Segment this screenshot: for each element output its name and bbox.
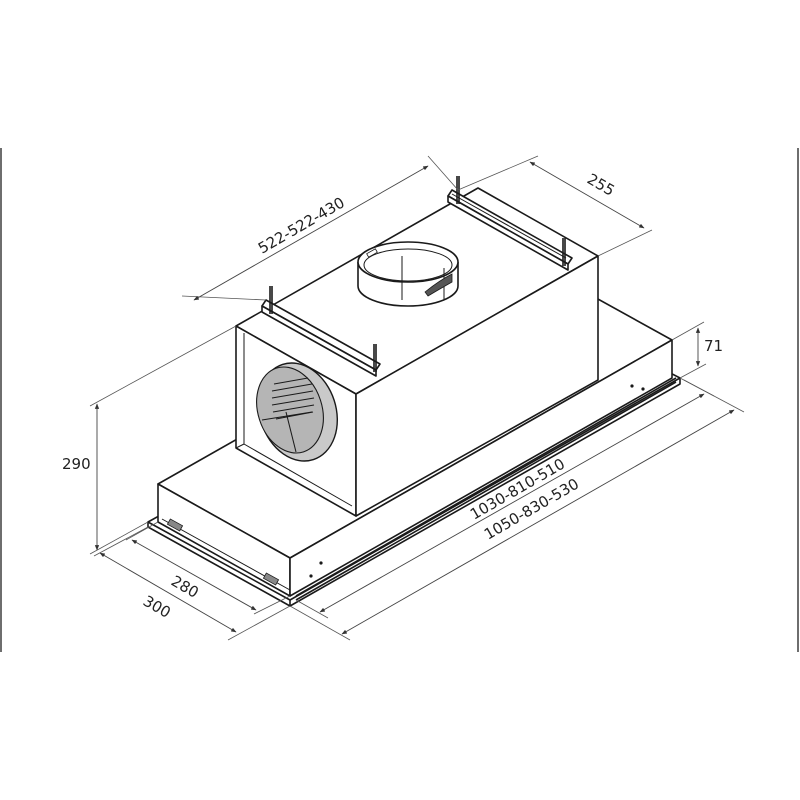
dim-label-total-height: 290 [62, 455, 91, 473]
dim-label-frame-height: 71 [704, 337, 723, 355]
dimension-total-height: 290 [62, 325, 237, 555]
mounting-bracket-front [261, 286, 381, 377]
mounting-bracket-rear [447, 176, 573, 271]
top-duct-outlet [357, 241, 459, 307]
dim-label-top-length: 522-522-430 [255, 194, 348, 258]
slot-icon [166, 518, 184, 532]
dim-label-bracket-width: 255 [584, 170, 618, 200]
dim-label-outer-depth: 300 [140, 592, 174, 622]
dimension-frame-height: 71 [671, 321, 723, 379]
slot-icon [262, 572, 280, 586]
side-duct-outlet [256, 362, 339, 462]
